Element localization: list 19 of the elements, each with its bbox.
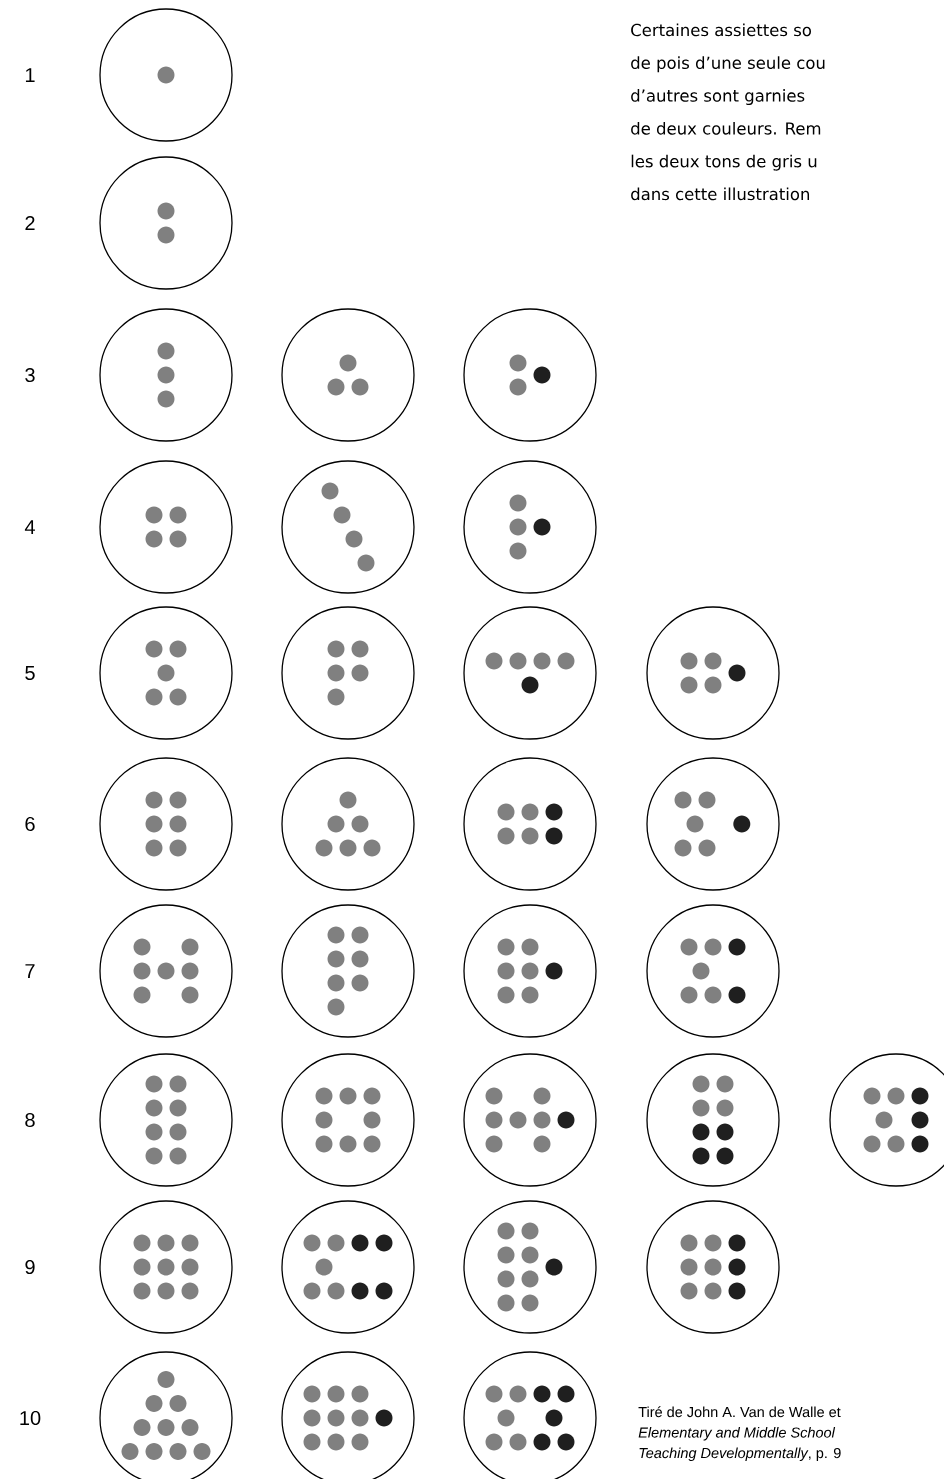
note-text: les deux tons de gris u — [631, 154, 817, 171]
row-number: 4 — [24, 520, 35, 534]
row-number: 7 — [25, 964, 35, 978]
row-number: 8 — [25, 1112, 35, 1128]
source-citation: Elementary and Middle School — [638, 1427, 836, 1441]
row-number: 10 — [20, 1410, 41, 1426]
row-number: 5 — [25, 666, 35, 680]
row-number: 2 — [25, 216, 35, 230]
row-number: 9 — [25, 1259, 35, 1275]
row-number: 3 — [25, 367, 35, 383]
note-text: dans cette illustration — [631, 187, 809, 201]
note-text: de deux couleurs. Rem — [631, 121, 821, 135]
note-text: de pois d’une seule cou — [631, 56, 825, 73]
source-citation: Tiré de John A. Van de Walle et — [638, 1406, 841, 1418]
row-number: 6 — [25, 816, 35, 832]
note-text: Certaines assiettes so — [631, 23, 811, 37]
row-number: 1 — [25, 68, 35, 82]
note-text: d’autres sont garnies — [631, 89, 805, 106]
source-citation: Teaching Developmentally, p. 9 — [639, 1447, 841, 1461]
